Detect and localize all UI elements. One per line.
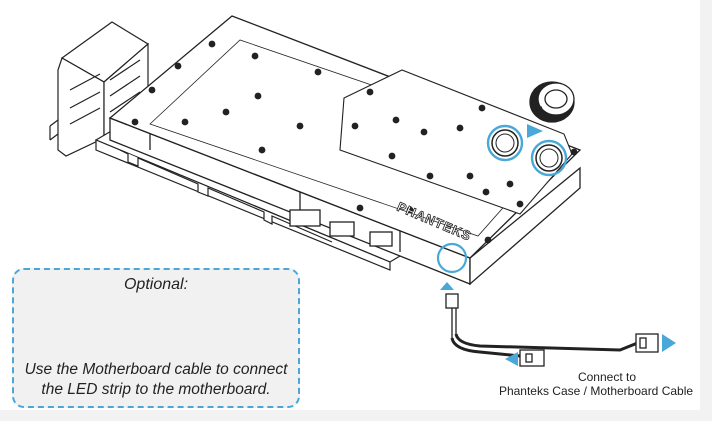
optional-description-line: the LED strip to the motherboard. — [41, 381, 271, 398]
optional-description-line: Use the Motherboard cable to connect — [24, 361, 288, 378]
diagram-canvas: PHANTEKS Optional: Use the M — [0, 0, 700, 410]
port-circles — [486, 124, 568, 177]
connect-label-line: Connect to — [577, 370, 637, 384]
gpu-waterblock-illustration: PHANTEKS — [49, 15, 676, 367]
connect-label: Connect to Phanteks Case / Motherboard C… — [480, 370, 712, 398]
port-arrow — [527, 124, 543, 138]
led-cable — [445, 293, 676, 367]
screw-holes — [131, 40, 578, 244]
fitting-plug — [529, 81, 575, 123]
optional-description: Use the Motherboard cable to connect the… — [14, 360, 298, 400]
optional-title: Optional: — [123, 276, 189, 293]
optional-callout-box: Optional: Use the Motherboard cable to c… — [12, 268, 300, 408]
connect-label-line: Phanteks Case / Motherboard Cable — [498, 384, 694, 398]
led-header-highlight — [436, 242, 468, 290]
